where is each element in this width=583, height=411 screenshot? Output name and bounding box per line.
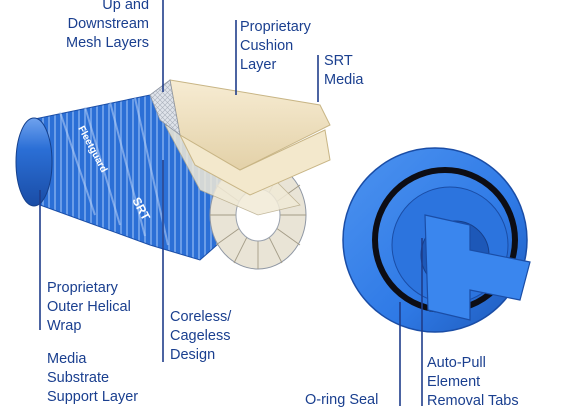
label-oring-line-1: O-ring Seal xyxy=(305,392,379,408)
label-wrap-line-2: Outer Helical xyxy=(47,299,131,315)
cartridge-end-left xyxy=(15,117,53,207)
leader-lines xyxy=(39,0,423,406)
label-substrate: Media Substrate Support Layer xyxy=(47,350,138,407)
label-wrap-line-1: Proprietary xyxy=(47,280,118,296)
label-coreless-line-1: Coreless/ xyxy=(170,309,232,325)
label-mesh-line-3: Mesh Layers xyxy=(66,35,150,51)
srt-media-sheet xyxy=(178,129,331,196)
label-autopull-line-1: Auto-Pull xyxy=(427,355,486,371)
label-coreless-line-2: Cageless xyxy=(170,328,231,344)
label-cushion-line-2: Cushion xyxy=(240,38,294,54)
end-cap xyxy=(342,147,531,333)
label-auto-pull: Auto-Pull Element Removal Tabs xyxy=(427,354,519,411)
label-outer-wrap: Proprietary Outer Helical Wrap xyxy=(47,279,131,336)
label-autopull-line-3: Removal Tabs xyxy=(427,393,519,409)
label-cushion-line-1: Proprietary xyxy=(240,19,311,35)
label-cushion-line-3: Layer xyxy=(240,57,277,73)
label-wrap-line-3: Wrap xyxy=(47,318,82,334)
label-coreless: Coreless/ Cageless Design xyxy=(170,308,231,365)
label-substrate-line-1: Media xyxy=(47,351,87,367)
label-srt-media: SRT Media xyxy=(324,52,364,90)
label-autopull-line-2: Element xyxy=(427,374,481,390)
label-coreless-line-3: Design xyxy=(170,347,216,363)
cushion-layer-sheets xyxy=(149,79,331,196)
label-mesh-line-2: Downstream xyxy=(67,16,150,32)
label-oring-seal: O-ring Seal xyxy=(305,391,378,410)
label-srt-line-2: Media xyxy=(324,72,364,88)
label-substrate-line-3: Support Layer xyxy=(47,389,139,405)
auto-pull-tab-shape xyxy=(424,214,531,321)
label-substrate-line-2: Substrate xyxy=(47,370,110,386)
label-srt-line-1: SRT xyxy=(324,53,353,69)
label-cushion-layer: Proprietary Cushion Layer xyxy=(240,18,311,75)
label-mesh-line-1: Up and xyxy=(102,0,150,13)
label-mesh-layers: Up and Downstream Mesh Layers xyxy=(66,0,149,53)
